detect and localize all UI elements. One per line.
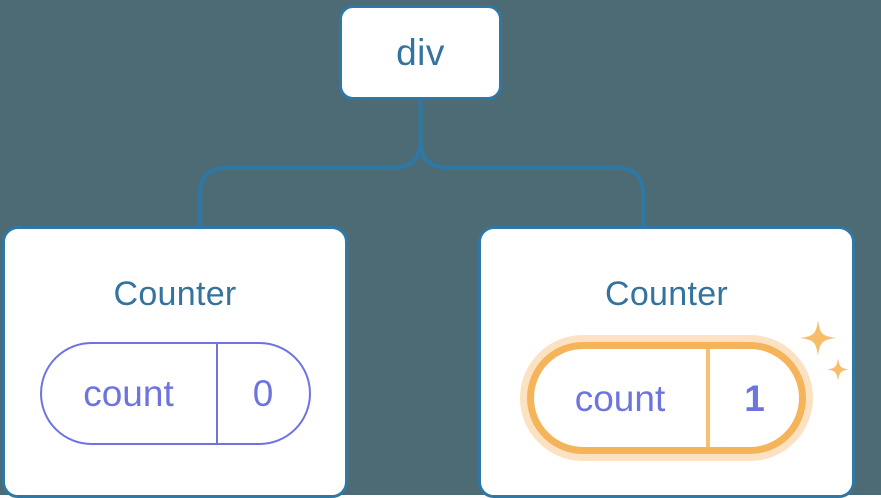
state-key-label: count bbox=[83, 373, 174, 414]
component-title: Counter bbox=[113, 275, 237, 313]
state-pill-highlighted[interactable]: count 1 bbox=[527, 342, 806, 454]
node-counter-right[interactable]: Counter count 1 bbox=[478, 226, 855, 498]
state-key-label: count bbox=[574, 377, 666, 419]
state-value-label: 0 bbox=[252, 373, 274, 414]
component-title: Counter bbox=[604, 275, 729, 313]
state-pill-wrapper: count 1 bbox=[527, 320, 849, 454]
state-pill-wrapper: count 0 bbox=[39, 342, 311, 445]
node-div-label: div bbox=[396, 31, 445, 73]
node-counter-left[interactable]: Counter count 0 bbox=[2, 226, 348, 498]
state-key-cell: count bbox=[42, 344, 216, 443]
connector-right-branch bbox=[418, 98, 645, 228]
sparkle-large-icon bbox=[800, 320, 836, 356]
state-value-label: 1 bbox=[744, 377, 765, 419]
state-key-cell: count bbox=[534, 349, 706, 447]
state-pill[interactable]: count 0 bbox=[39, 342, 311, 445]
state-value-cell: 0 bbox=[215, 344, 309, 443]
connector-left-branch bbox=[198, 98, 423, 228]
state-value-cell: 1 bbox=[706, 349, 799, 447]
node-div[interactable]: div bbox=[339, 5, 502, 100]
sparkle-small-icon bbox=[827, 358, 849, 381]
